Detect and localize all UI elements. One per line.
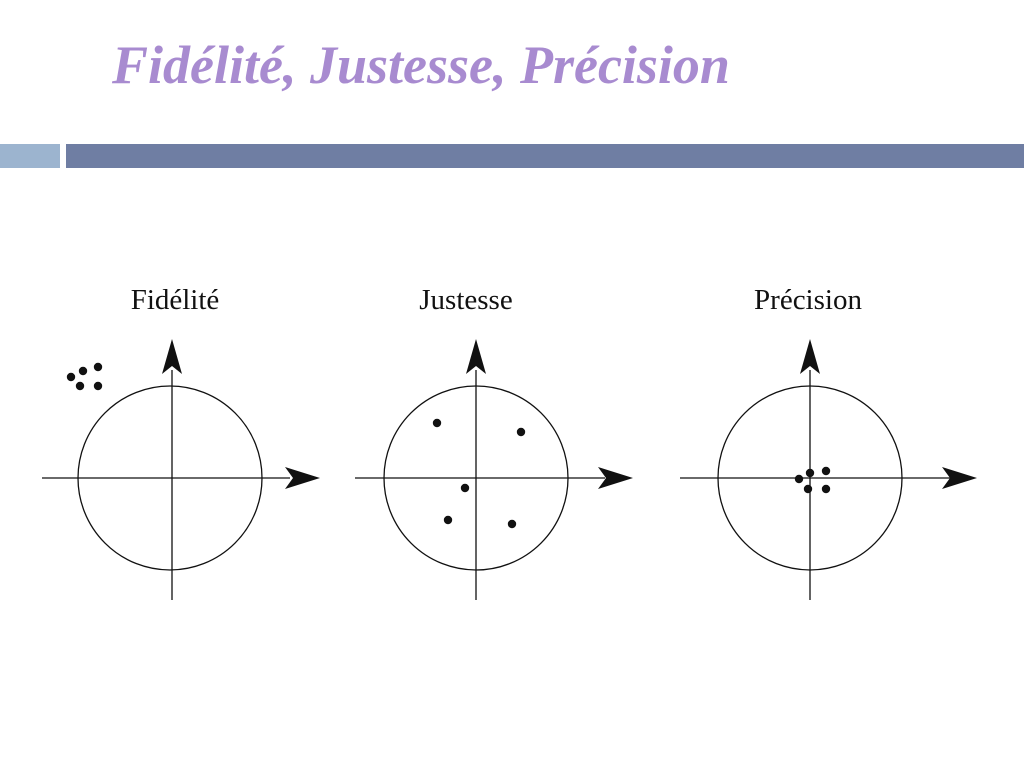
panel-fidelite: Fidélité [42, 284, 320, 600]
panel-precision: Précision [680, 284, 977, 600]
panel-title-precision: Précision [754, 284, 862, 316]
target-circle-precision [717, 385, 903, 571]
panel-justesse: Justesse [355, 284, 633, 600]
title-accent-bar-right [66, 144, 1024, 168]
measurement-point [75, 381, 85, 391]
panel-title-justesse: Justesse [419, 284, 512, 316]
target-circle-fidelite [77, 385, 263, 571]
measurement-point [805, 468, 815, 478]
measurement-point [803, 484, 813, 494]
measurement-point [66, 372, 76, 382]
up-arrow-icon [800, 339, 820, 374]
measurement-point [794, 474, 804, 484]
measurement-point [507, 519, 517, 529]
target-circle-justesse [383, 385, 569, 571]
right-arrow-icon [285, 467, 320, 489]
slide-title: Fidélité, Justesse, Précision [112, 35, 730, 95]
measurement-point [821, 484, 831, 494]
measurement-point [93, 362, 103, 372]
measurement-point [93, 381, 103, 391]
measurement-point [460, 483, 470, 493]
up-arrow-icon [466, 339, 486, 374]
up-arrow-icon [162, 339, 182, 374]
right-arrow-icon [598, 467, 633, 489]
right-arrow-icon [942, 467, 977, 489]
title-accent-bar-left [0, 144, 60, 168]
measurement-point [821, 466, 831, 476]
panel-title-fidelite: Fidélité [131, 284, 220, 316]
measurement-point [443, 515, 453, 525]
measurement-point [432, 418, 442, 428]
measurement-point [78, 366, 88, 376]
measurement-point [516, 427, 526, 437]
